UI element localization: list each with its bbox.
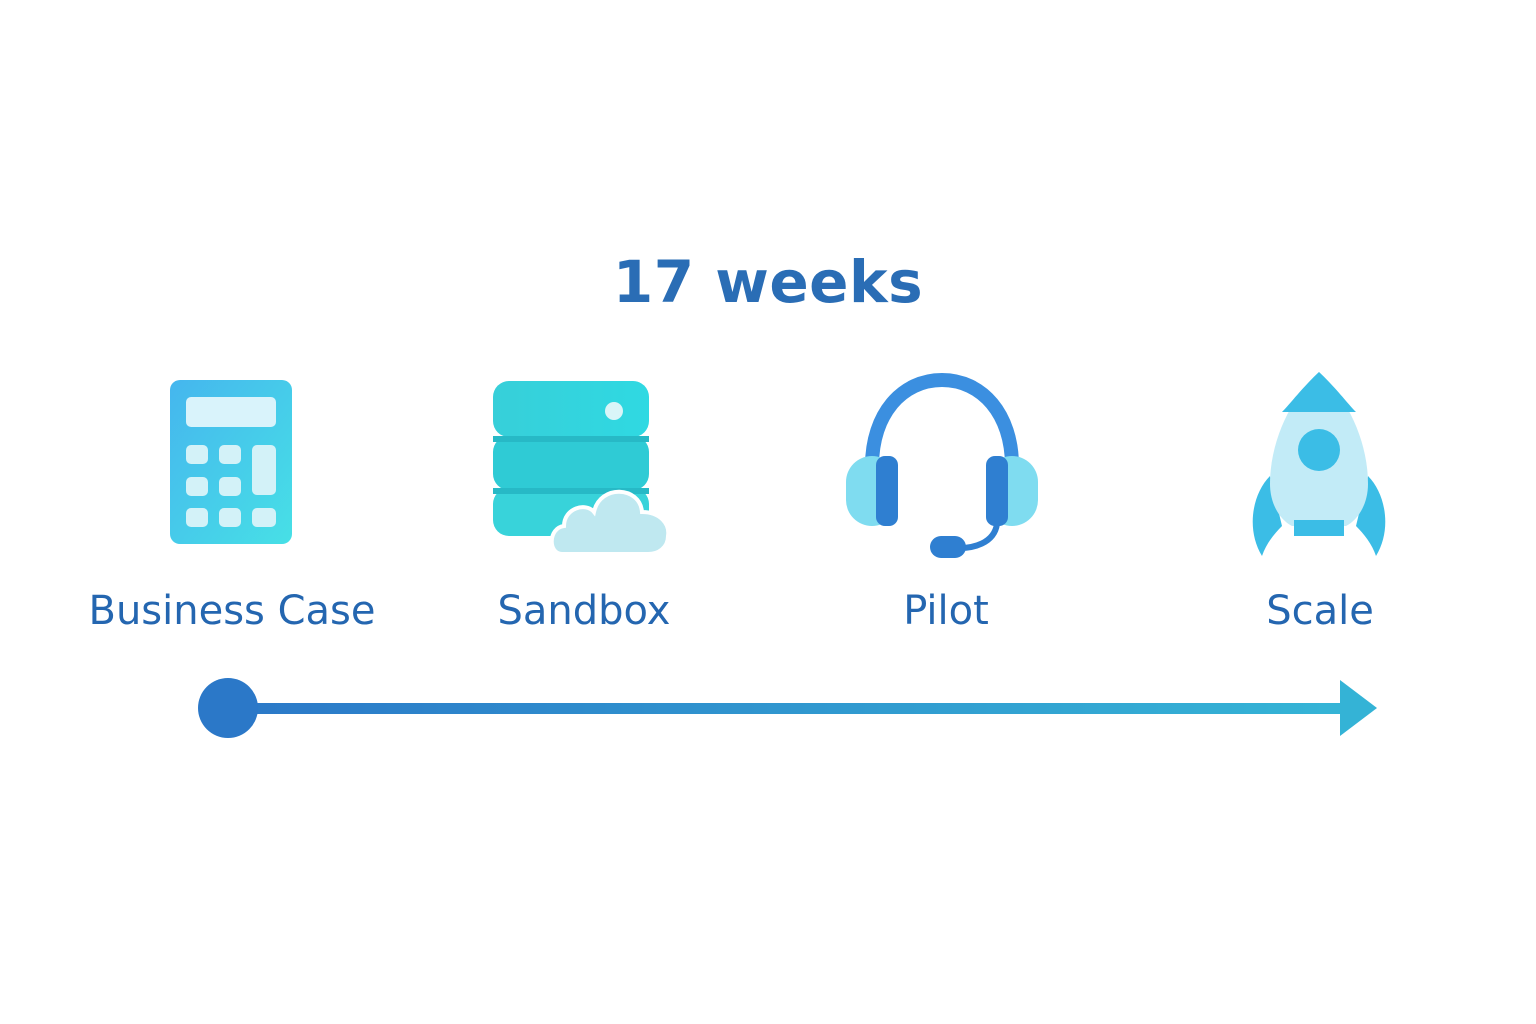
- server-cloud-icon: [493, 381, 671, 556]
- calculator-icon: [170, 380, 292, 544]
- rocket-icon: [1252, 372, 1386, 556]
- timeline-arrow: [198, 678, 1377, 738]
- stage-label-pilot: Pilot: [903, 588, 989, 634]
- stage-label-business-case: Business Case: [88, 588, 376, 634]
- stage-label-scale: Scale: [1266, 588, 1374, 634]
- stage-label-sandbox: Sandbox: [497, 588, 671, 634]
- duration-title: 17 weeks: [612, 248, 924, 316]
- headset-icon: [846, 372, 1038, 558]
- timeline-start-marker: [198, 678, 258, 738]
